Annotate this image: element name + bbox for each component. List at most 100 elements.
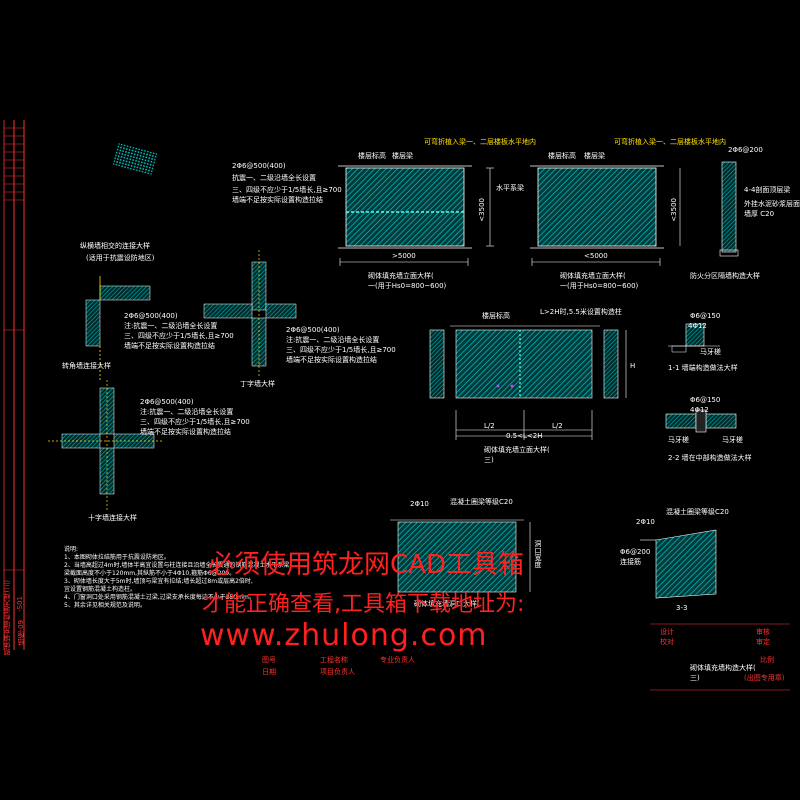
section3-title: 3-3	[676, 604, 688, 612]
longitudinal-subtitle: (适用于抗震设防地区)	[86, 254, 155, 262]
notes-line: 3、砌体墙长度大于5m时,墙顶与梁宜有拉结;墙长超过8m或层高2倍时,	[64, 578, 253, 585]
elevation-a	[338, 165, 494, 266]
notes-line: 宜设置钢筋混凝土构造柱。	[64, 586, 137, 593]
elev-b-height: <3500	[670, 198, 678, 222]
parapet-title: 防火分区隔墙构造大样	[690, 272, 760, 280]
elev-c-top-note: L>2H时,5.5米设置构造柱	[540, 308, 622, 316]
tb-review: 审核	[756, 628, 770, 636]
tb-drawing-name-2: 三)	[690, 674, 700, 682]
elev-a-label-b: 楼层梁	[392, 152, 413, 160]
left-title-strip	[3, 120, 25, 650]
section3-note: 混凝土圈梁等级C20	[666, 508, 729, 516]
tee-wall-detail	[203, 250, 297, 378]
tb-check: 校对	[660, 638, 674, 646]
spec-line1-tee: 注:抗震一、二级沿墙全长设置	[286, 336, 380, 344]
tb-drawing-name: 砌体填充墙构造大样(	[690, 664, 756, 672]
watermark-line1: 必须使用筑龙网CAD工具箱	[208, 550, 524, 580]
watermark-line2: 才能正确查看,工具箱下载地址为:	[202, 592, 525, 617]
parapet-note1: 4-4剖面顶层梁	[744, 186, 791, 194]
cross-title: 十字墙连接大样	[88, 514, 137, 522]
parapet-note3: 墙厚 C20	[744, 210, 775, 218]
joint2-tag-a: 马牙槎	[668, 436, 689, 444]
lintel-side: 洞口宽度	[534, 540, 542, 568]
elev-a-subtitle: 一(用于Hs0=800~600)	[368, 282, 447, 290]
joint2-spec-a: Φ6@150	[690, 396, 721, 404]
tb-approve: 审定	[756, 638, 770, 646]
joint1-spec-b: 4Φ12	[688, 322, 707, 330]
section-3-detail	[640, 529, 717, 599]
title-block	[650, 623, 790, 691]
joint1-tag: 马牙槎	[700, 348, 721, 356]
joint1-title: 1-1 墙端构造做法大样	[668, 364, 738, 372]
tb-pro: 专业负责人	[380, 656, 415, 664]
elev-b-label-a: 楼层标高	[548, 152, 576, 160]
tb-leader: 项目负责人	[320, 668, 355, 676]
spec-line2-tee: 三、四级不应少于1/5墙长,且≥700	[286, 346, 396, 354]
strip-text-c: -S01	[16, 596, 24, 612]
elev-c-dim-a: L/2	[484, 422, 495, 430]
elev-a-title: 砌体填充墙立面大样(	[368, 272, 434, 280]
corner-title: 转角墙连接大样	[62, 362, 111, 370]
spec-main-top: 2Φ6@500(400)	[232, 162, 286, 170]
spec-line3-mid: 墙端不足按实际设置构造拉结	[124, 342, 215, 350]
tee-title: 丁字墙大样	[240, 380, 275, 388]
spec-main-mid: 2Φ6@500(400)	[124, 312, 178, 320]
spec-line1-mid: 注:抗震一、二级沿墙全长设置	[124, 322, 218, 330]
tb-design: 设计	[660, 628, 674, 636]
longitudinal-title: 纵横墙相交的连接大样	[80, 242, 150, 250]
elev-c-subtitle: 三)	[484, 456, 494, 464]
hatched-block-icon	[112, 143, 158, 175]
strip-text-a: 砌体填充墙构造大样(三)	[3, 580, 11, 656]
elev-a-top-note: 可弯折植入梁一、二层楼板水平地内	[424, 138, 536, 146]
spec-main-cross: 2Φ6@500(400)	[140, 398, 194, 406]
spec-side-top-2: 三、四级不应少于1/5墙长,且≥700	[232, 186, 342, 194]
elev-b-top-note: 可弯折植入梁一、二层楼板水平地内	[614, 138, 726, 146]
elev-c-title: 砌体填充墙立面大样(	[484, 446, 550, 454]
elev-c-dim-total: 0.5<L<2H	[506, 432, 543, 440]
joint2-spec-b: 4Φ12	[690, 406, 709, 414]
elev-b-title: 砌体填充墙立面大样(	[560, 272, 626, 280]
elev-c-dim-b: L/2	[552, 422, 563, 430]
section3-label: 连接筋	[620, 558, 641, 566]
notes-line: 5、其余详见相关规范及说明。	[64, 602, 146, 609]
strip-text-b: 结施-09	[17, 620, 25, 646]
notes-line: 2、当墙高超过4m时,墙体半高宜设置与柱连接且沿墙全长贯通的钢筋混凝土水平系梁,	[64, 562, 292, 569]
elevation-b	[530, 165, 681, 266]
tb-date: 日期	[262, 668, 276, 676]
joint-detail-1	[668, 323, 720, 353]
notes-heading: 说明:	[64, 546, 79, 553]
section3-stirrup: Φ6@200	[620, 548, 651, 556]
spec-line2-mid: 三、四级不应少于1/5墙长,且≥700	[124, 332, 234, 340]
lintel-bar: 2Φ10	[410, 500, 429, 508]
spec-main-tee: 2Φ6@500(400)	[286, 326, 340, 334]
tb-project: 工程名称	[320, 656, 348, 664]
spec-side-top-3: 墙端不足按实际设置构造拉结	[232, 196, 323, 204]
parapet-note2: 外挂水泥砂浆层面	[744, 200, 800, 208]
joint-detail-2	[665, 409, 737, 433]
spec-line2-cross: 三、四级不应少于1/5墙长,且≥700	[140, 418, 250, 426]
spec-line1-cross: 注:抗震一、二级沿墙全长设置	[140, 408, 234, 416]
lintel-note: 混凝土圈梁等级C20	[450, 498, 513, 506]
elev-a-side-note: 水平系梁	[496, 184, 524, 192]
lintel-detail	[390, 519, 531, 593]
section3-bar: 2Φ10	[636, 518, 655, 526]
tb-scale: 比例	[760, 656, 774, 664]
joint1-spec-a: Φ6@150	[690, 312, 721, 320]
watermark-line3: www.zhulong.com	[200, 618, 488, 653]
tb-stamp: (出图专用章)	[744, 674, 785, 682]
lintel-title: 砌体填充墙洞口大样(	[414, 600, 480, 608]
elevation-c	[429, 325, 627, 440]
general-notes: 说明: 1、本图砌体拉结筋用于抗震设防地区。 2、当墙高超过4m时,墙体半高宜设…	[64, 546, 364, 610]
joint2-tag-b: 马牙槎	[722, 436, 743, 444]
joint2-title: 2-2 墙在中部构造做法大样	[668, 454, 752, 462]
notes-line: 1、本图砌体拉结筋用于抗震设防地区。	[64, 554, 170, 561]
elev-c-top-label: 楼层标高	[482, 312, 510, 320]
elev-b-subtitle: 一(用于Hs0=800~600)	[560, 282, 639, 290]
elev-c-height: H	[630, 362, 636, 370]
notes-line: 梁截面高度不小于120mm,其纵筋不小于4Φ10,箍筋Φ6@200。	[64, 570, 236, 577]
parapet-dim: 2Φ6@200	[728, 146, 763, 154]
spec-side-top-1: 抗震一、二级沿墙全长设置	[232, 174, 316, 182]
elev-a-span: >5000	[392, 252, 416, 260]
spec-line3-cross: 墙端不足按实际设置构造拉结	[140, 428, 231, 436]
